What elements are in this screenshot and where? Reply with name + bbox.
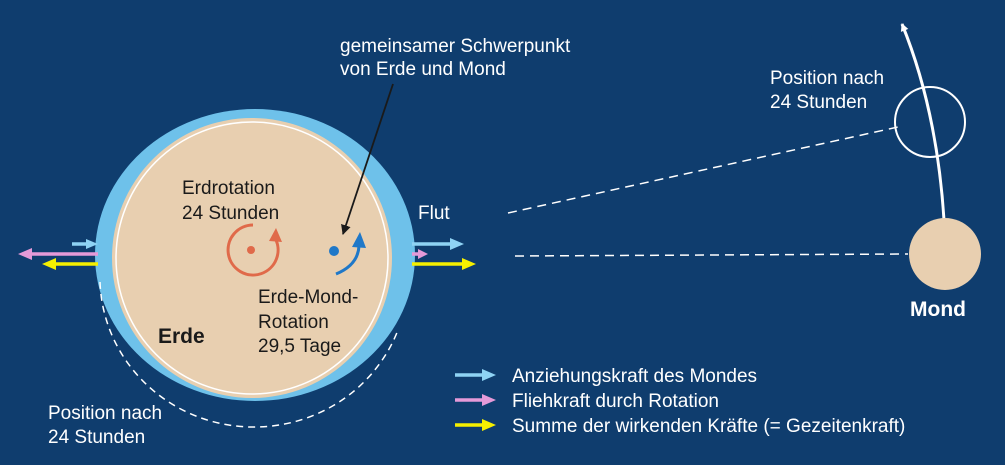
earth-moon-rotation-label-line1: Erde-Mond- <box>258 287 358 308</box>
flood-label: Flut <box>418 203 450 224</box>
barycenter-label-line2: von Erde und Mond <box>340 59 506 80</box>
moon-orbit-arrow <box>900 23 946 221</box>
moon-label: Mond <box>910 298 966 321</box>
legend-attraction-arrowhead <box>482 369 496 381</box>
earth-future-position-label-line2: 24 Stunden <box>48 427 145 448</box>
moon-future-position-label-line2: 24 Stunden <box>770 92 867 113</box>
legend: Anziehungskraft des Mondes Fliehkraft du… <box>455 366 905 437</box>
earth-moon-rotation-label-line3: 29,5 Tage <box>258 336 341 357</box>
earth-outline <box>115 121 389 395</box>
left-force-arrows <box>18 239 98 270</box>
right-centrifugal-arrowhead <box>418 249 428 259</box>
right-tidal-force-arrowhead <box>462 258 476 270</box>
barycenter-rotation-arrow <box>335 245 361 276</box>
moon-future-position-label-line1: Position nach <box>770 68 884 89</box>
right-force-arrows <box>412 238 476 270</box>
earth-center-dot <box>247 246 255 254</box>
barycenter-dot <box>329 246 339 256</box>
line-to-future-moon <box>507 126 899 214</box>
legend-tidal-force-label: Summe der wirkenden Kräfte (= Gezeitenkr… <box>512 416 905 437</box>
right-attraction-arrowhead <box>450 238 464 250</box>
barycenter-pointer-arrow <box>341 83 394 235</box>
left-attraction-arrowhead <box>86 239 98 249</box>
left-centrifugal-arrowhead <box>18 248 32 260</box>
barycenter-icon <box>329 232 366 276</box>
moon-body <box>909 218 981 290</box>
legend-centrifugal-label: Fliehkraft durch Rotation <box>512 391 719 412</box>
earth-moon-rotation-label-line2: Rotation <box>258 312 329 333</box>
earth-rotation-label-line1: Erdrotation <box>182 178 275 199</box>
earth-rotation-icon <box>226 223 282 277</box>
legend-centrifugal-arrowhead <box>482 394 496 406</box>
legend-attraction-label: Anziehungskraft des Mondes <box>512 366 757 387</box>
earth-body <box>112 118 392 398</box>
left-tidal-force-arrowhead <box>42 258 56 270</box>
moon-future-position <box>894 86 966 158</box>
line-to-moon <box>514 253 909 257</box>
earth-future-position-outline <box>99 281 399 428</box>
legend-tidal-force-arrowhead <box>482 419 496 431</box>
barycenter-arrowhead <box>352 232 366 248</box>
rotation-arrowhead <box>269 228 282 242</box>
earth-label: Erde <box>158 325 205 348</box>
barycenter-label-line1: gemeinsamer Schwerpunkt <box>340 36 571 57</box>
rotation-circle-arrow <box>226 223 280 277</box>
earth-rotation-label-line2: 24 Stunden <box>182 203 279 224</box>
earth-future-position-label-line1: Position nach <box>48 403 162 424</box>
earth-group <box>95 109 415 428</box>
